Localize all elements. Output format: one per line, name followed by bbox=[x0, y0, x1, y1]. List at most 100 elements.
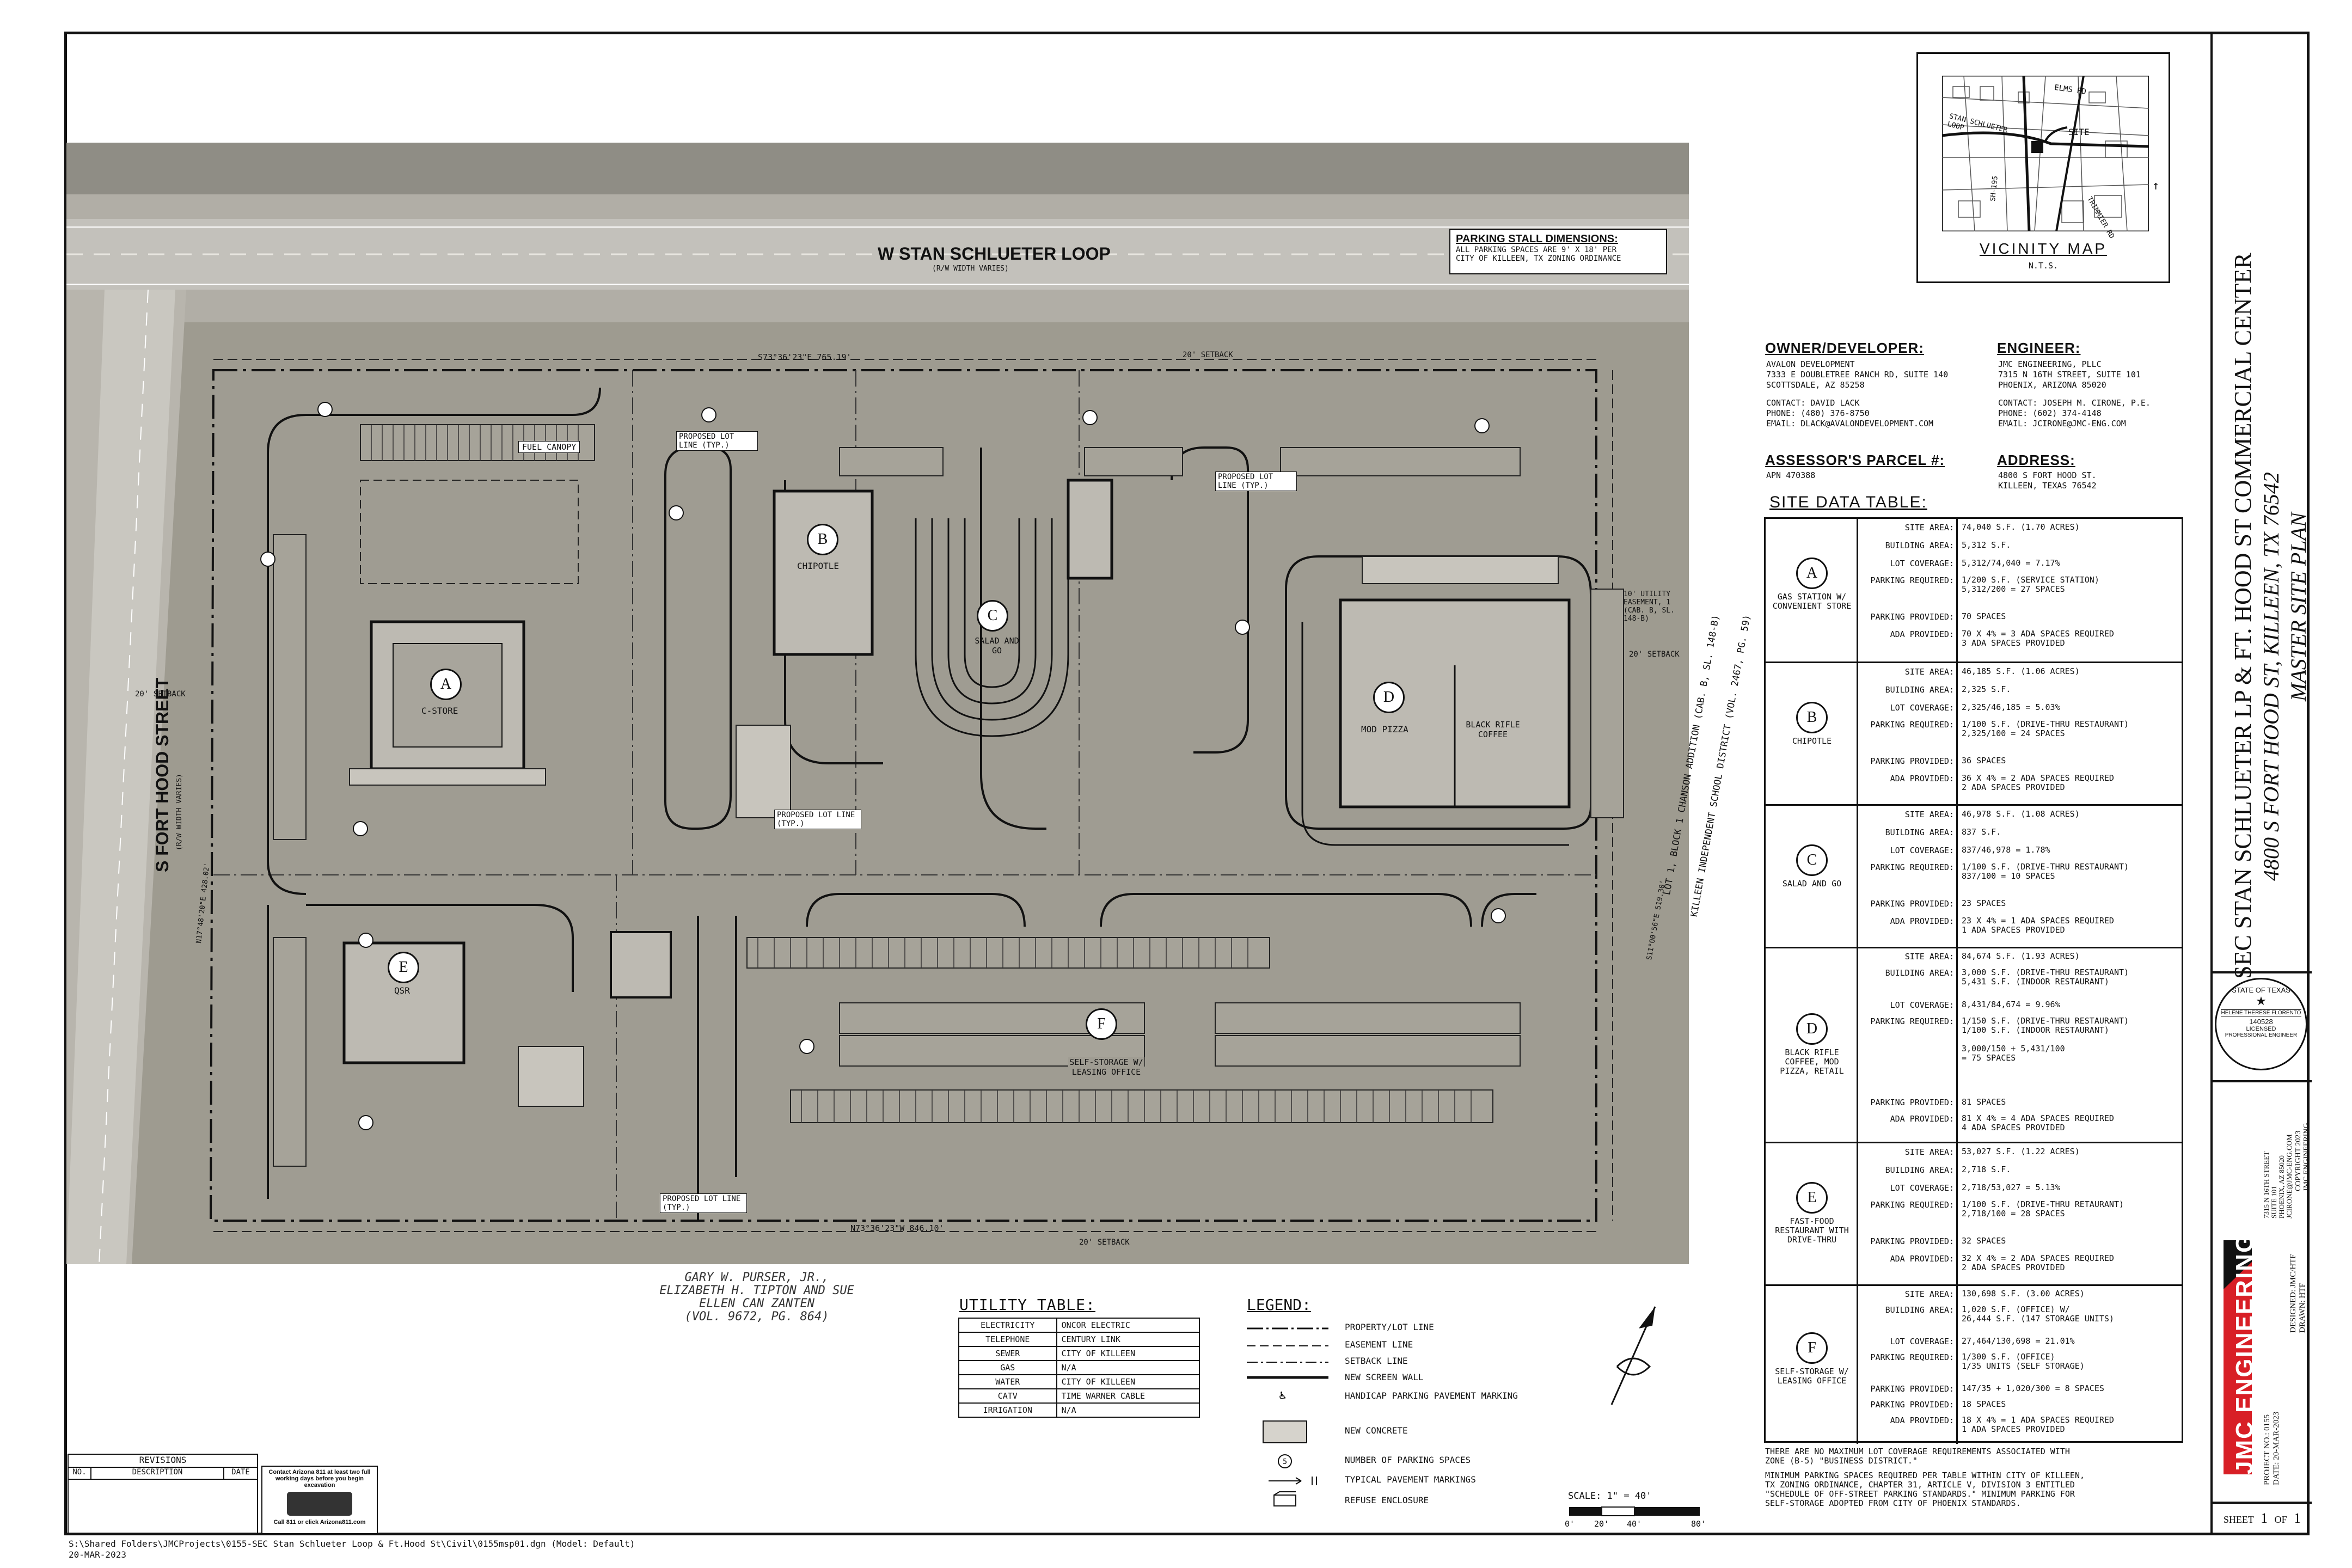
utility-provider: TIME WARNER CABLE bbox=[1056, 1388, 1200, 1404]
site-row-label: PARKING PROVIDED: bbox=[1870, 756, 1954, 767]
designed-block: DESIGNED: JMC/HTF DRAWN: HTF bbox=[2289, 1254, 2307, 1333]
site-row-label: LOT COVERAGE: bbox=[1890, 702, 1954, 713]
site-row-value: 130,698 S.F. (3.00 ACRES) bbox=[1962, 1288, 2085, 1298]
site-name: CHIPOTLE bbox=[1792, 736, 1832, 746]
site-row-label: PARKING REQUIRED: bbox=[1870, 1016, 1954, 1027]
utility-provider: ONCOR ELECTRIC bbox=[1056, 1318, 1200, 1333]
adjacent-south-line: (VOL. 9672, PG. 864) bbox=[684, 1310, 829, 1324]
street-west-sub: (R/W WIDTH VARIES) bbox=[175, 774, 183, 850]
site-row-value: 23 SPACES bbox=[1962, 898, 2006, 909]
site-row-label: PARKING PROVIDED: bbox=[1870, 899, 1954, 909]
site-row-value: 2,325/46,185 = 5.03% bbox=[1962, 702, 2060, 712]
scale-tick: 80' bbox=[1691, 1519, 1706, 1529]
legend-title: LEGEND: bbox=[1247, 1296, 1312, 1314]
seal-status: LICENSED bbox=[2246, 1026, 2276, 1032]
site-row-value: 1/300 S.F. (OFFICE) 1/35 UNITS (SELF STO… bbox=[1962, 1352, 2085, 1371]
site-row-label: PARKING REQUIRED: bbox=[1870, 1352, 1954, 1362]
site-row-label: LOT COVERAGE: bbox=[1890, 1336, 1954, 1346]
site-row-label: PARKING PROVIDED: bbox=[1870, 1383, 1954, 1394]
project-date: DATE: 20-MAR-2023 bbox=[2272, 1411, 2281, 1485]
site-row-label: ADA PROVIDED: bbox=[1890, 1253, 1954, 1264]
revisions-table: REVISIONS NO. DESCRIPTION DATE bbox=[68, 1454, 258, 1535]
label-lot-line: PROPOSED LOT LINE (TYP.) bbox=[676, 431, 758, 451]
site-row-label: BUILDING AREA: bbox=[1885, 967, 1954, 978]
designed-by: DESIGNED: JMC/HTF bbox=[2289, 1254, 2298, 1333]
owner-line: SCOTTSDALE, AZ 85258 bbox=[1766, 380, 1865, 390]
project-info-block: PROJECT NO.: 0155 DATE: 20-MAR-2023 bbox=[2263, 1412, 2281, 1485]
vicinity-map-drawing bbox=[1942, 76, 2149, 231]
site-row-label: PARKING REQUIRED: bbox=[1870, 862, 1954, 873]
site-row-label: PARKING PROVIDED: bbox=[1870, 1236, 1954, 1247]
site-row-label: PARKING REQUIRED: bbox=[1870, 720, 1954, 730]
sheet-total: 1 bbox=[2294, 1510, 2301, 1526]
site-row-label: BUILDING AREA: bbox=[1885, 1305, 1954, 1315]
engineer-line: PHOENIX, ARIZONA 85020 bbox=[1998, 380, 2106, 390]
site-row-value: 2,718/53,027 = 5.13% bbox=[1962, 1182, 2060, 1192]
setback-label: 20' SETBACK bbox=[1629, 650, 1680, 659]
site-row-value: 3,000 S.F. (DRIVE-THRU RESTAURANT) 5,431… bbox=[1962, 967, 2129, 987]
site-data-table: A GAS STATION W/ CONVENIENT STORE SITE ARE… bbox=[1764, 517, 2183, 1444]
site-row-label: PARKING PROVIDED: bbox=[1870, 1399, 1954, 1410]
setback-label: 20' SETBACK bbox=[135, 690, 186, 699]
site-letter-circle: A bbox=[1796, 558, 1828, 589]
site-name: BLACK RIFLE COFFEE, MOD PIZZA, RETAIL bbox=[1780, 1048, 1844, 1076]
owner-spacer bbox=[1766, 390, 1948, 398]
sheet-num: 1 bbox=[2261, 1510, 2268, 1526]
adjacent-south-line: ELIZABETH H. TIPTON AND SUE bbox=[659, 1284, 854, 1297]
legend-item: EASEMENT LINE bbox=[1345, 1339, 1413, 1350]
owner-line: AVALON DEVELOPMENT bbox=[1766, 359, 1855, 369]
site-row-value: 36 X 4% = 2 ADA SPACES REQUIRED 2 ADA SP… bbox=[1962, 773, 2114, 792]
east-bearing: S11°00'56"E 519.30' bbox=[1645, 879, 1668, 961]
owner-line: 7333 E DOUBLETREE RANCH RD, SUITE 140 bbox=[1766, 370, 1949, 379]
parking-stall-title: PARKING STALL DIMENSIONS: bbox=[1456, 233, 1618, 245]
site-marker-f: F bbox=[1086, 1008, 1117, 1040]
site-table-divider bbox=[1956, 1286, 1958, 1444]
parking-stall-line: ALL PARKING SPACES ARE 9' X 18' PER bbox=[1456, 246, 1617, 254]
project-title-line1: SEC STAN SCHLUETER LP & FT. HOOD ST COMM… bbox=[2230, 253, 2256, 979]
utility-type: TELEPHONE bbox=[958, 1332, 1057, 1347]
site-row-value: 1,020 S.F. (OFFICE) W/ 26,444 S.F. (147 … bbox=[1962, 1304, 2114, 1324]
site-name: GAS STATION W/ CONVENIENT STORE bbox=[1772, 592, 1852, 611]
utility-provider: N/A bbox=[1056, 1402, 1200, 1418]
engineer-line: CONTACT: JOSEPH M. CIRONE, P.E. bbox=[1998, 398, 2151, 408]
legend-item: PROPERTY/LOT LINE bbox=[1345, 1322, 1434, 1332]
site-row-label: BUILDING AREA: bbox=[1885, 1165, 1954, 1175]
legend-symbols: ♿ 5 bbox=[1247, 1327, 1328, 1506]
site-row-label: ADA PROVIDED: bbox=[1890, 629, 1954, 639]
label-salad-and-go: SALAD AND GO bbox=[975, 636, 1019, 656]
vicinity-map-scale: N.T.S. bbox=[2028, 261, 2059, 271]
utility-provider: CENTURY LINK bbox=[1056, 1332, 1200, 1347]
revisions-col: DATE bbox=[231, 1468, 250, 1477]
star-icon: ★ bbox=[2256, 994, 2267, 1008]
firm-address-line: PHOENIX, AZ 85020 bbox=[2277, 1155, 2286, 1218]
site-row-label: BUILDING AREA: bbox=[1885, 541, 1954, 551]
site-row-label: SITE AREA: bbox=[1904, 1289, 1954, 1299]
site-row-value: 147/35 + 1,020/300 = 8 SPACES bbox=[1962, 1383, 2104, 1393]
site-marker-a: A bbox=[430, 669, 462, 700]
scale-label: SCALE: 1" = 40' bbox=[1568, 1491, 1652, 1502]
firm-address-line: SUITE 101 bbox=[2270, 1186, 2278, 1218]
setback-label: 20' SETBACK bbox=[1079, 1238, 1130, 1247]
utility-type: ELECTRICITY bbox=[958, 1318, 1057, 1333]
site-letter-circle: F bbox=[1796, 1332, 1828, 1364]
utility-table-title: UTILITY TABLE: bbox=[959, 1296, 1096, 1314]
label-lot-line: PROPOSED LOT LINE (TYP.) bbox=[660, 1193, 747, 1213]
az811-logo bbox=[287, 1492, 352, 1516]
legend-item: NEW CONCRETE bbox=[1345, 1425, 1408, 1436]
site-row-label: LOT COVERAGE: bbox=[1890, 558, 1954, 568]
site-row-value: 837/46,978 = 1.78% bbox=[1962, 844, 2050, 855]
legend-item: SETBACK LINE bbox=[1345, 1356, 1408, 1366]
site-name: FAST-FOOD RESTAURANT WITH DRIVE-THRU bbox=[1775, 1216, 1849, 1245]
site-row-label: ADA PROVIDED: bbox=[1890, 1114, 1954, 1124]
label-mod-pizza: MOD PIZZA bbox=[1361, 724, 1408, 734]
site-marker-e: E bbox=[388, 952, 419, 983]
title-divider bbox=[2213, 1080, 2312, 1082]
